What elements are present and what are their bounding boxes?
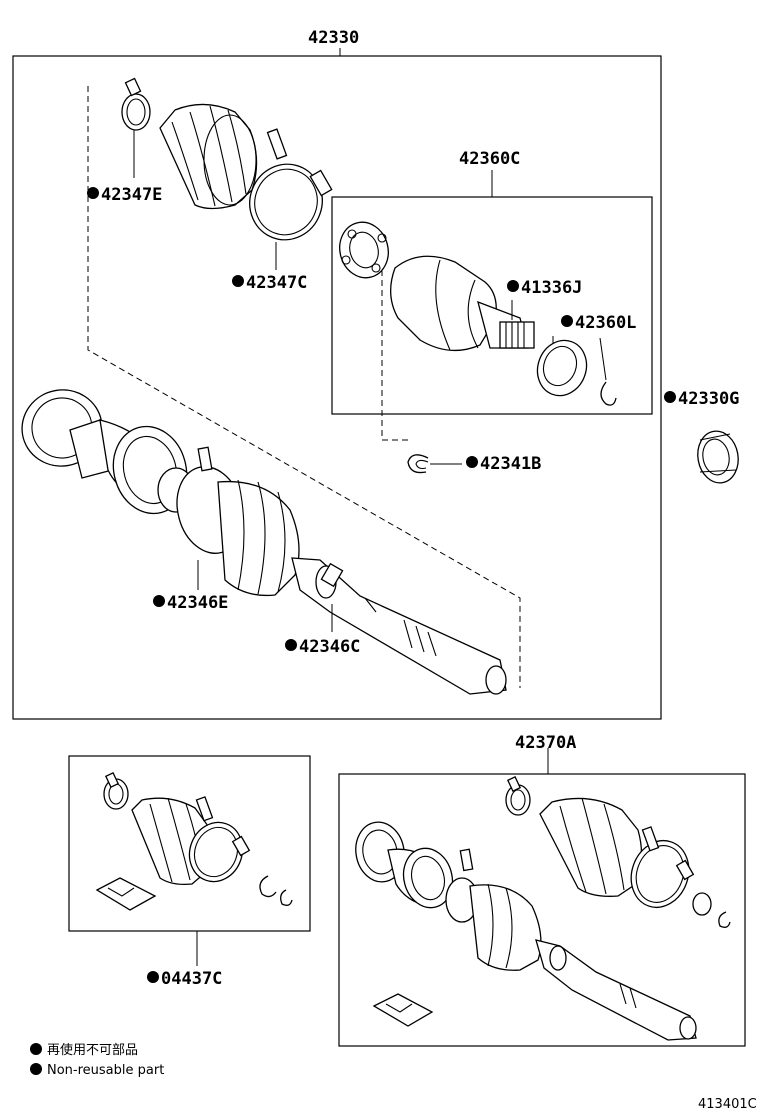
ball-cage[interactable] xyxy=(334,217,395,284)
label-41336J[interactable]: 41336J xyxy=(521,278,582,298)
kit-grease-pack[interactable] xyxy=(95,877,157,911)
legend-bullet-en xyxy=(30,1063,42,1075)
boot-middle[interactable] xyxy=(168,446,300,597)
assy2-drive-shaft[interactable] xyxy=(535,939,697,1041)
label-42360L[interactable]: 42360L xyxy=(575,313,636,333)
assy2-circlips[interactable] xyxy=(692,892,731,928)
label-42347C[interactable]: 42347C xyxy=(246,273,307,293)
legend-japanese: 再使用不可部品 xyxy=(47,1042,138,1058)
assembly-box-42370A xyxy=(338,773,746,1047)
figure-id: 413401C xyxy=(698,1097,757,1112)
assy2-grease-pack[interactable] xyxy=(372,993,434,1027)
kit-band-large[interactable] xyxy=(181,796,251,889)
label-42346E[interactable]: 42346E xyxy=(167,593,228,613)
assy2-clamp-small[interactable] xyxy=(505,776,531,816)
label-42370A[interactable]: 42370A xyxy=(515,733,576,753)
assy2-boot-middle[interactable] xyxy=(459,848,542,971)
drive-shaft[interactable] xyxy=(291,557,507,695)
snap-ring[interactable] xyxy=(407,454,429,474)
kit-box-04437C xyxy=(68,755,311,932)
label-42346C[interactable]: 42346C xyxy=(299,637,360,657)
label-42360C[interactable]: 42360C xyxy=(459,149,520,169)
bearing-42330G[interactable] xyxy=(694,428,742,486)
kit-clamp-small[interactable] xyxy=(103,772,129,810)
dashed-guide-line xyxy=(87,86,521,688)
label-42347E[interactable]: 42347E xyxy=(101,185,162,205)
legend-english: Non-reusable part xyxy=(47,1063,164,1078)
assembly-box-42330 xyxy=(12,55,662,720)
assy2-band-large[interactable] xyxy=(622,826,698,916)
assy2-boot-top[interactable] xyxy=(539,797,643,897)
legend-bullet-jp xyxy=(30,1043,42,1055)
seal-ring[interactable] xyxy=(530,333,594,402)
label-42341B[interactable]: 42341B xyxy=(480,454,541,474)
label-42330G[interactable]: 42330G xyxy=(678,389,739,409)
assy2-outboard-joint[interactable] xyxy=(351,818,479,923)
boot-top[interactable] xyxy=(159,103,258,210)
kit-circlips[interactable] xyxy=(259,875,293,906)
circlip-inner[interactable] xyxy=(600,381,617,406)
band-top-large[interactable] xyxy=(239,128,333,250)
outboard-joint[interactable] xyxy=(16,384,196,522)
label-04437C[interactable]: 04437C xyxy=(161,969,222,989)
outer-race[interactable] xyxy=(390,255,535,352)
clamp-top-small[interactable] xyxy=(121,77,151,131)
label-42330[interactable]: 42330 xyxy=(308,28,359,48)
